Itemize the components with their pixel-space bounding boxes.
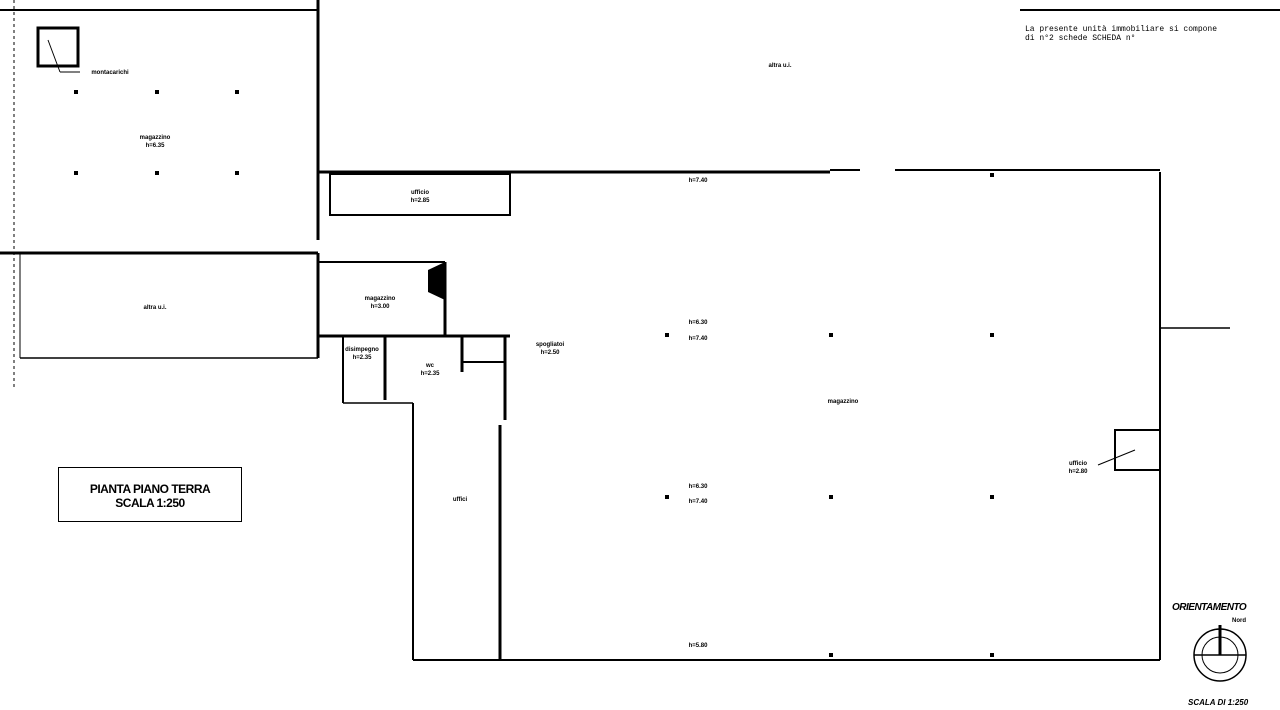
room-label: montacarichi — [91, 69, 128, 77]
title-block: PIANTA PIANO TERRA SCALA 1:250 — [58, 467, 242, 522]
plan-scale: SCALA 1:250 — [115, 496, 185, 510]
office-room — [329, 173, 511, 216]
room-name: magazzino — [827, 399, 859, 405]
room-name: ufficio — [1068, 461, 1087, 467]
room-label: altra u.i. — [143, 304, 166, 312]
stair — [428, 262, 445, 300]
room-name: ufficio — [410, 190, 429, 196]
room-name: magazzino — [139, 135, 171, 141]
leader-line — [47, 39, 61, 73]
height-label: h=7.40 — [688, 499, 708, 505]
room-label: wc h=2.35 — [421, 362, 440, 378]
room-name: altra u.i. — [143, 305, 167, 311]
room-height: h=2.85 — [410, 198, 430, 204]
room-name: montacarichi — [91, 70, 129, 76]
height-label: h=7.40 — [688, 336, 708, 342]
room-label: ufficio h=2.80 — [1069, 460, 1088, 476]
lift-shaft — [36, 26, 80, 68]
scale-label: SCALA DI 1:250 — [1188, 698, 1249, 707]
room-height: h=2.35 — [352, 355, 372, 361]
note-line: di n°2 schede SCHEDA n° — [1025, 34, 1136, 43]
room-height: h=3.00 — [370, 304, 390, 310]
room-name: wc — [425, 363, 435, 369]
room-height: h=2.50 — [540, 350, 560, 356]
room-height: h=2.80 — [1068, 469, 1088, 475]
height-label: h=6.30 — [688, 320, 708, 326]
office-room — [1114, 429, 1161, 471]
room-name: spogliatoi — [535, 342, 565, 348]
room-label: spogliatoi h=2.50 — [536, 341, 564, 357]
room-name: altra u.i. — [768, 63, 792, 69]
room-label: ufficio h=2.85 — [411, 189, 430, 205]
north-label: Nord — [1232, 618, 1246, 624]
room-label: disimpegno h=2.35 — [345, 346, 379, 362]
room-height: h=2.35 — [420, 371, 440, 377]
note-text: La presente unità immobiliare si compone… — [1025, 25, 1217, 43]
room-name: magazzino — [364, 296, 396, 302]
room-label: magazzino h=3.00 — [365, 295, 396, 311]
room-label: uffici — [453, 496, 467, 504]
room-height: h=6.35 — [145, 143, 165, 149]
room-label: magazzino h=6.35 — [140, 134, 171, 150]
height-label: h=6.30 — [688, 484, 708, 490]
north-arrow-icon — [1193, 625, 1247, 682]
height-label: h=7.40 — [688, 178, 708, 184]
note-line: La presente unità immobiliare si compone — [1025, 25, 1218, 34]
room-name: uffici — [452, 497, 468, 503]
height-label: h=5.80 — [688, 643, 708, 649]
room-label: magazzino — [828, 398, 859, 406]
orientation-label: ORIENTAMENTO — [1172, 602, 1247, 613]
plan-title: PIANTA PIANO TERRA — [89, 482, 211, 496]
leader-line — [1097, 449, 1136, 466]
columns — [74, 90, 994, 657]
room-name: disimpegno — [345, 347, 379, 353]
room-label: altra u.i. — [768, 62, 791, 70]
